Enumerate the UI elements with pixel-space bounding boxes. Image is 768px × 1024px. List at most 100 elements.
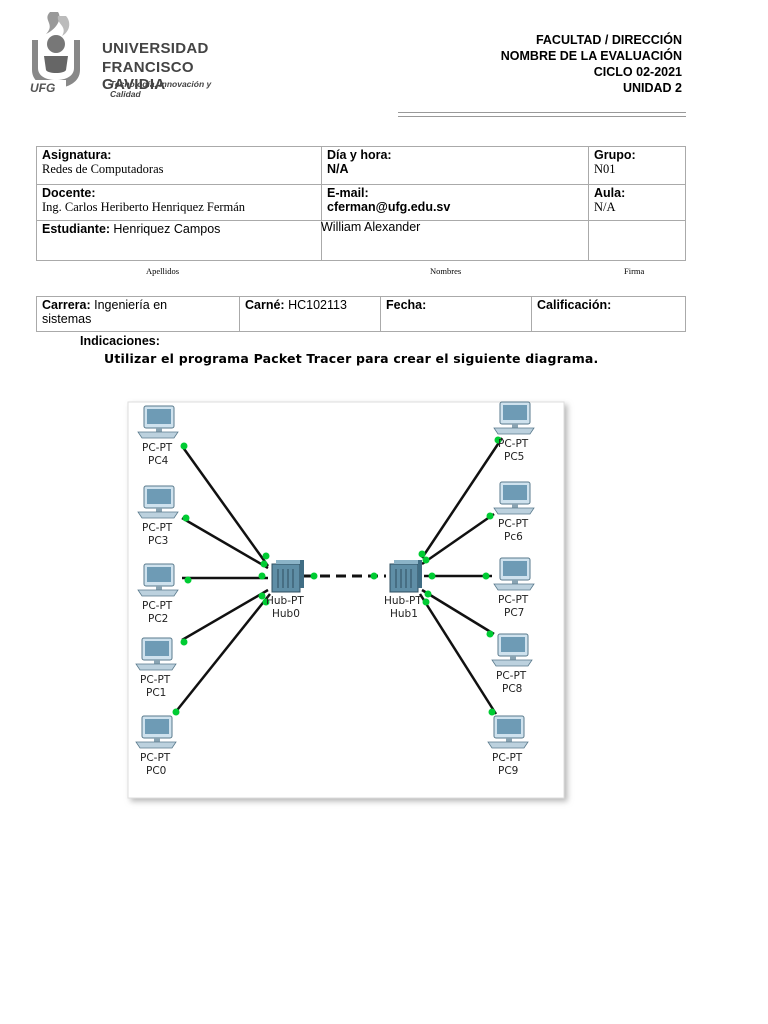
room-cell: Aula: N/A <box>588 184 686 221</box>
student-names-cell: William Alexander <box>321 220 589 261</box>
device-name-label: PC8 <box>502 683 522 695</box>
diagram-frame <box>127 401 565 799</box>
device-type-label: PC-PT <box>142 442 173 454</box>
device-name-label: Pc6 <box>504 531 523 543</box>
subject-label: Asignatura: <box>42 148 112 162</box>
pc-hub-link <box>421 588 495 636</box>
career-value-continued: sistemas <box>42 312 92 326</box>
link-status-dot <box>424 590 432 598</box>
link-status-dot <box>310 572 318 580</box>
email-cell: E-mail: cferman@ufg.edu.sv <box>321 184 589 221</box>
id-label: Carné: <box>245 298 285 312</box>
computer-icon <box>491 633 533 667</box>
student-lastnames: Henriquez Campos <box>113 222 221 236</box>
link-status-dot <box>370 572 378 580</box>
link-status-dot <box>418 550 426 558</box>
link-status-dot <box>428 572 436 580</box>
link-status-dot <box>172 708 180 716</box>
ufg-seal-icon: UFG <box>28 12 80 95</box>
pc-hub-link <box>173 593 271 715</box>
computer-icon <box>137 405 179 439</box>
grade-cell: Calificación: <box>531 296 686 332</box>
date-cell: Fecha: <box>380 296 532 332</box>
device-name-label: PC1 <box>146 687 166 699</box>
computer-icon <box>137 485 179 519</box>
university-name-line2: FRANCISCO GAVIDIA <box>102 59 194 93</box>
header-divider <box>398 116 686 117</box>
computer-icon <box>493 401 535 435</box>
link-status-dot <box>258 592 266 600</box>
university-tagline: Tecnología, Innovación y Calidad <box>110 79 212 99</box>
link-status-dot <box>486 512 494 520</box>
faculty-title: FACULTAD / DIRECCIÓN <box>535 33 682 47</box>
signature-cell <box>588 220 686 261</box>
hub-icon <box>271 559 305 593</box>
pc-hub-link <box>180 445 270 567</box>
device-name-label: PC7 <box>504 607 524 619</box>
pc-hub-link <box>181 588 269 642</box>
device-name-label: Hub0 <box>272 608 300 620</box>
student-cell: Estudiante: Henriquez Campos <box>36 220 322 261</box>
university-logo: UFG UNIVERSIDAD FRANCISCO GAVIDIA Tecnol… <box>28 10 238 99</box>
device-name-label: Hub1 <box>390 608 418 620</box>
document-header: FACULTAD / DIRECCIÓN NOMBRE DE LA EVALUA… <box>501 32 682 96</box>
link-status-dot <box>422 598 430 606</box>
datetime-label: Día y hora: <box>327 148 392 162</box>
header-divider <box>398 112 686 113</box>
student-label: Estudiante: <box>42 222 111 236</box>
group-cell: Grupo: N01 <box>588 146 686 185</box>
room-value: N/A <box>594 200 616 214</box>
computer-icon <box>487 715 529 749</box>
link-status-dot <box>482 572 490 580</box>
hub-icon <box>389 559 423 593</box>
svg-text:UFG: UFG <box>30 81 55 94</box>
id-value: HC102113 <box>288 298 347 312</box>
pc-hub-link <box>418 593 498 715</box>
device-type-label: PC-PT <box>142 522 173 534</box>
computer-icon <box>137 563 179 597</box>
link-status-dot <box>486 630 494 638</box>
student-names: William Alexander <box>321 220 421 234</box>
career-cell: Carrera: Ingeniería en sistemas <box>36 296 240 332</box>
link-status-dot <box>258 572 266 580</box>
group-value: N01 <box>594 162 616 176</box>
pc-hub-link <box>421 512 495 566</box>
unit-title: UNIDAD 2 <box>622 81 682 95</box>
email-value: cferman@ufg.edu.sv <box>327 200 451 214</box>
link-status-dot <box>180 442 188 450</box>
link-status-dot <box>262 598 270 606</box>
network-nodes: PC-PTPC4PC-PTPC3PC-PTPC2PC-PTPC1PC-PTPC0… <box>135 401 535 777</box>
link-status-dot <box>488 708 496 716</box>
lastnames-caption: Apellidos <box>146 266 180 276</box>
device-name-label: PC0 <box>146 765 166 777</box>
link-status-dot <box>494 436 502 444</box>
device-name-label: PC9 <box>498 765 518 777</box>
device-name-label: PC4 <box>148 455 169 467</box>
teacher-label: Docente: <box>42 186 96 200</box>
subject-cell: Asignatura: Redes de Computadoras <box>36 146 322 185</box>
instructions-label: Indicaciones: <box>80 334 160 348</box>
datetime-value: N/A <box>327 162 349 176</box>
datetime-cell: Día y hora: N/A <box>321 146 589 185</box>
link-status-dot <box>262 552 270 560</box>
date-label: Fecha: <box>386 298 427 312</box>
cycle-title: CICLO 02-2021 <box>593 65 682 79</box>
evaluation-title: NOMBRE DE LA EVALUACIÓN <box>500 49 682 63</box>
link-status-dot <box>184 576 192 584</box>
device-type-label: PC-PT <box>498 594 529 606</box>
link-status-dot <box>260 560 268 568</box>
device-name-label: PC5 <box>504 451 524 463</box>
